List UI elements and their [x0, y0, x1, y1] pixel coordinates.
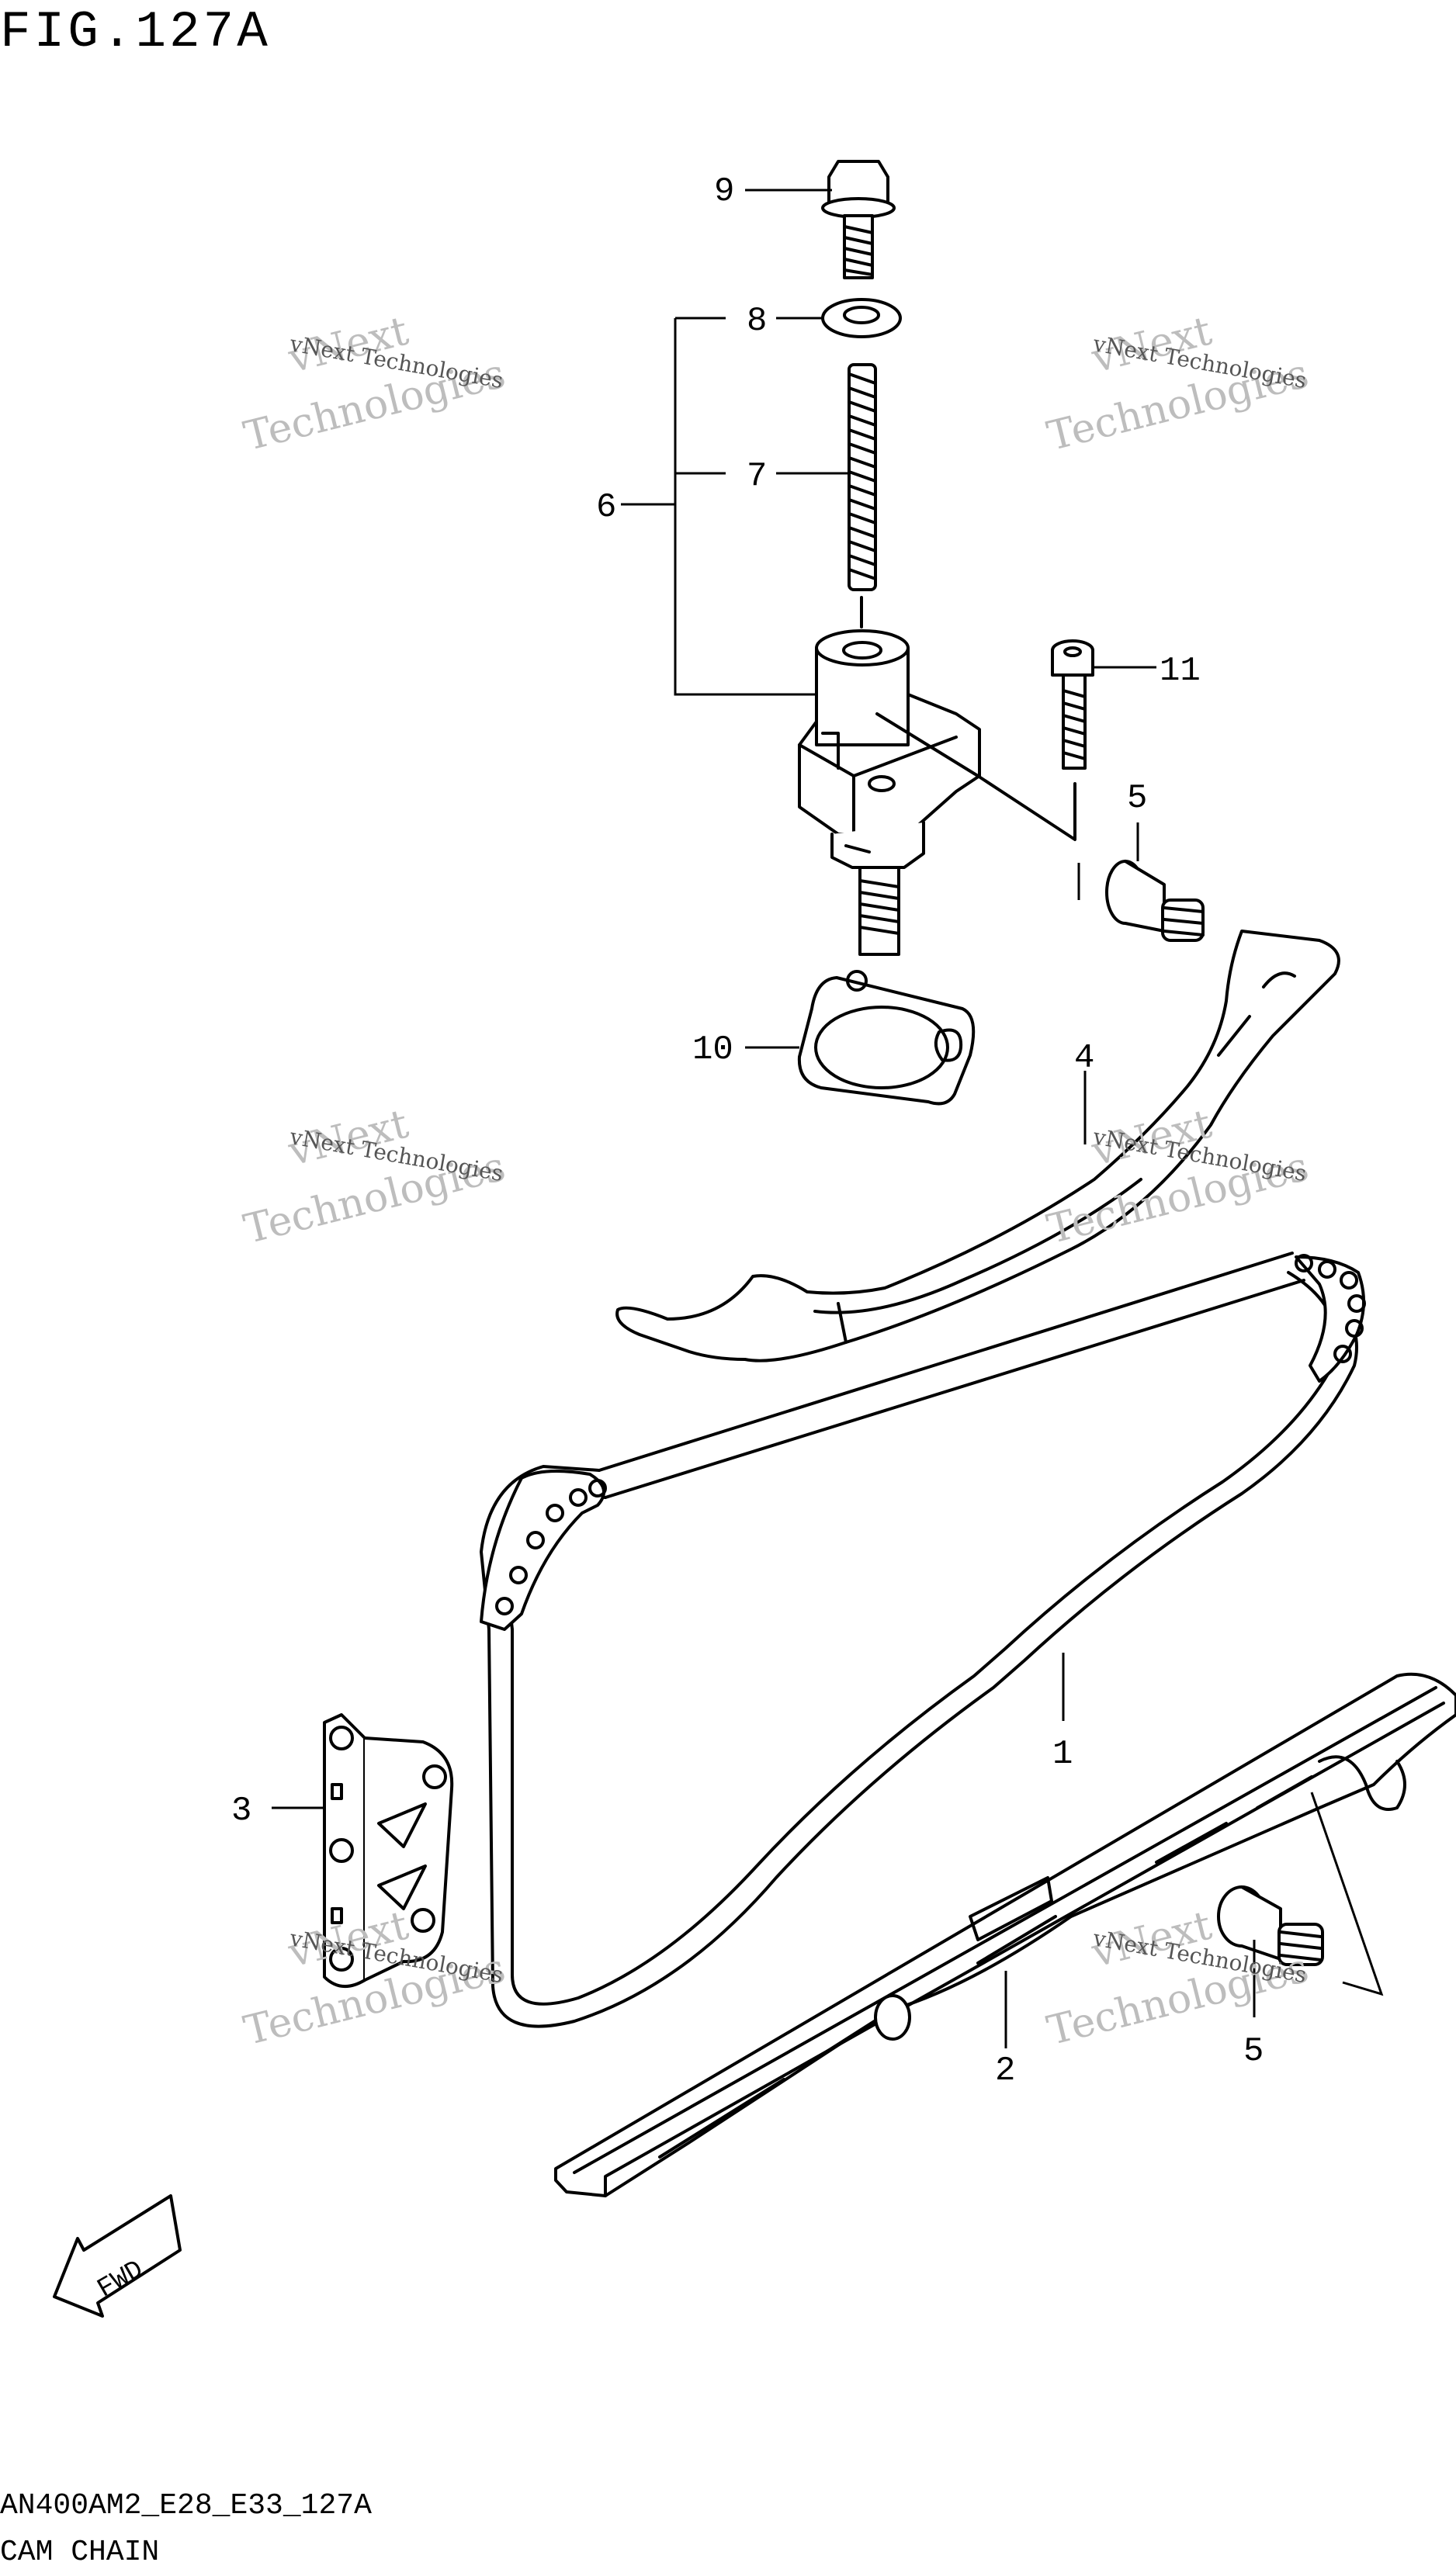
callout-2: 2	[995, 2051, 1015, 2090]
guide-bolt-part-5-upper[interactable]	[1105, 860, 1205, 942]
callout-4: 4	[1074, 1039, 1094, 1078]
tensioner-assembly-part-6[interactable]	[798, 629, 1076, 956]
guide-bolt-part-5-lower[interactable]	[1217, 1885, 1324, 1966]
spring-part-7[interactable]	[848, 363, 877, 628]
callout-5-upper: 5	[1127, 779, 1147, 818]
section-name: CAM CHAIN	[0, 2536, 160, 2569]
watermark-top-right: vNext Technologies vNext Technologies	[1043, 308, 1313, 461]
callout-11: 11	[1160, 652, 1201, 691]
fwd-arrow-icon: FWD	[53, 2194, 182, 2318]
leader-lines	[272, 189, 1384, 2048]
bolt-part-9[interactable]	[821, 160, 896, 279]
cam-chain-part-1[interactable]	[480, 1252, 1366, 2028]
tensioner-guide-part-4[interactable]	[615, 930, 1340, 1362]
callout-8: 8	[747, 302, 767, 341]
gasket-part-10[interactable]	[797, 970, 976, 1106]
callout-9: 9	[714, 172, 734, 211]
callout-1: 1	[1052, 1735, 1073, 1774]
bolt-part-11[interactable]	[1051, 639, 1094, 770]
callout-7: 7	[747, 457, 767, 496]
figure-title: FIG.127A	[0, 3, 271, 61]
callout-6: 6	[596, 488, 616, 527]
chain-guide-part-2[interactable]	[554, 1672, 1456, 2197]
watermark-mid-right: vNext Technologies vNext Technologies	[1043, 1101, 1313, 1254]
model-code: AN400AM2_E28_E33_127A	[0, 2489, 372, 2522]
callout-5-lower: 5	[1243, 2032, 1264, 2071]
washer-part-8[interactable]	[821, 298, 902, 338]
watermark-bottom-left: vNext Technologies vNext Technologies	[240, 1903, 510, 2055]
watermark-top-left: vNext Technologies vNext Technologies	[240, 308, 510, 461]
chain-damper-part-3[interactable]	[323, 1713, 454, 1988]
watermark-mid-left: vNext Technologies vNext Technologies	[240, 1101, 510, 1254]
callout-3: 3	[231, 1792, 251, 1830]
callout-10: 10	[692, 1030, 733, 1069]
